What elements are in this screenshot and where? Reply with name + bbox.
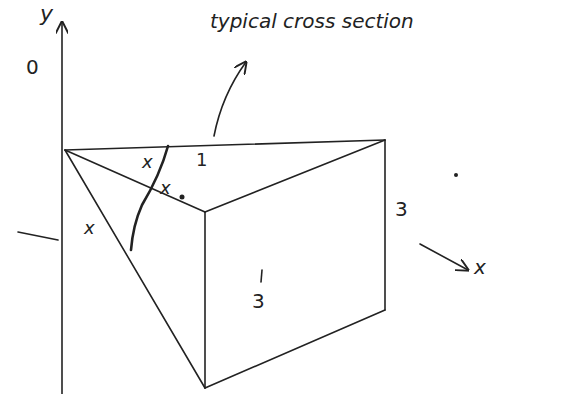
axis-stroke bbox=[18, 232, 58, 240]
y-axis bbox=[61, 22, 63, 394]
tick-mark bbox=[261, 270, 262, 282]
side-label: x bbox=[84, 218, 95, 238]
back-edge bbox=[384, 140, 386, 310]
dot bbox=[180, 195, 185, 200]
top-edge bbox=[65, 150, 205, 212]
slant-edge bbox=[65, 150, 205, 388]
dimension-label: 1 bbox=[196, 150, 207, 170]
cross-section bbox=[131, 146, 168, 250]
note-text: typical cross section bbox=[210, 10, 414, 32]
dimension-label: 3 bbox=[252, 290, 265, 312]
dimension-label: 3 bbox=[395, 198, 408, 220]
x-axis bbox=[420, 244, 468, 270]
top-edge bbox=[65, 140, 385, 150]
axis-label: y bbox=[40, 2, 53, 26]
side-label: x bbox=[142, 152, 153, 172]
dot bbox=[454, 173, 458, 177]
bottom-edge bbox=[205, 310, 385, 388]
front-edge bbox=[204, 212, 206, 388]
leader-arrow bbox=[214, 62, 246, 136]
top-edge bbox=[205, 140, 385, 212]
origin-label: 0 bbox=[26, 56, 39, 78]
side-label: x bbox=[160, 178, 171, 198]
axis-label: x bbox=[474, 256, 486, 278]
